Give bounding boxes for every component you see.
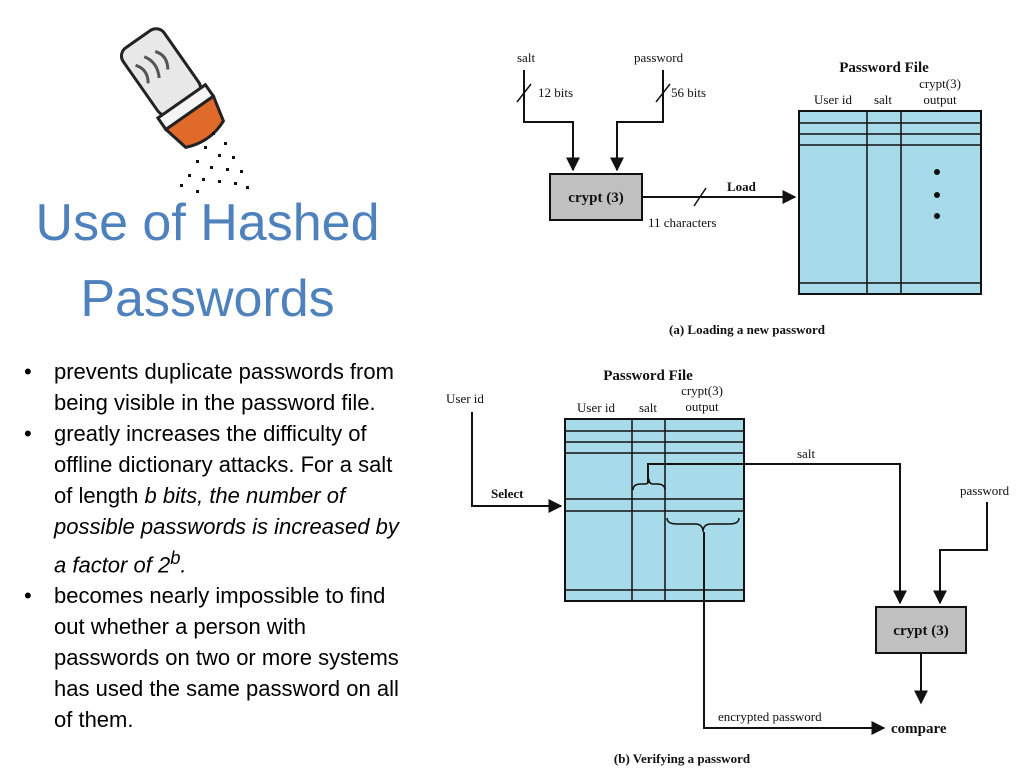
a-file-title: Password File — [839, 60, 929, 76]
b-password-label: password — [960, 483, 1010, 498]
a-password-label: password — [634, 50, 684, 65]
diagram-a: salt password 12 bits 56 bits crypt (3) … — [516, 50, 982, 337]
b-select-label: Select — [491, 486, 524, 501]
title-line-1: Use of Hashed — [35, 194, 380, 252]
b-userid-label: User id — [446, 391, 484, 406]
a-col-userid: User id — [814, 92, 852, 107]
bullet-text: greatly increases the difficulty of offl… — [54, 421, 393, 508]
b-crypt-box — [875, 606, 967, 654]
a-password-slash — [655, 83, 671, 103]
salt-shaker-icon — [119, 27, 249, 193]
bullet-text-end: . — [180, 552, 187, 578]
b-password-table — [564, 418, 745, 602]
a-salt-bits: 12 bits — [538, 85, 573, 100]
a-salt-slash — [516, 83, 532, 103]
password-hash-diagram: salt password 12 bits 56 bits crypt (3) … — [446, 50, 1010, 766]
a-salt-arrow — [523, 70, 580, 172]
a-crypt-label: crypt (3) — [568, 190, 623, 206]
title-line-2: Passwords — [80, 270, 335, 328]
a-password-table — [798, 110, 982, 295]
a-caption: (a) Loading a new password — [669, 322, 826, 337]
a-password-arrow — [610, 70, 664, 172]
a-col-salt: salt — [874, 92, 892, 107]
b-encrypted-arrow — [703, 532, 886, 735]
a-chars-label: 11 characters — [648, 215, 716, 230]
b-crypt-label: crypt (3) — [893, 623, 948, 639]
bullet-superscript: b — [170, 547, 181, 568]
bullet-dot: • — [24, 583, 32, 609]
bullet-list: • prevents duplicate passwords from bein… — [20, 356, 415, 735]
b-salt-label: salt — [797, 446, 815, 461]
b-select-arrow — [471, 412, 563, 513]
bullet-dot: • — [24, 359, 32, 384]
bullet-text: becomes nearly impossible to find out wh… — [54, 583, 399, 733]
bullet-item: • prevents duplicate passwords from bein… — [20, 356, 415, 418]
a-col-output-2: output — [923, 92, 957, 107]
b-col-output-1: crypt(3) — [681, 383, 723, 398]
b-password-arrow — [933, 502, 988, 605]
b-file-title: Password File — [603, 368, 693, 384]
bullet-dot: • — [24, 421, 32, 446]
b-col-userid: User id — [577, 400, 615, 415]
b-encrypted-label: encrypted password — [718, 709, 822, 724]
b-col-salt: salt — [639, 400, 657, 415]
bullet-text-italic: b bits, the number of possible passwords… — [54, 483, 399, 578]
b-col-output-2: output — [685, 399, 719, 414]
bullet-item: • greatly increases the difficulty of of… — [20, 418, 415, 580]
a-password-bits: 56 bits — [671, 85, 706, 100]
b-caption: (b) Verifying a password — [614, 751, 751, 766]
slide-title: Use of Hashed Passwords — [15, 185, 400, 337]
a-load-label: Load — [727, 179, 757, 194]
diagram-b: Password File User id salt crypt(3) outp… — [446, 368, 1010, 766]
a-salt-label: salt — [517, 50, 535, 65]
b-salt-arrow — [647, 463, 907, 605]
a-col-output-1: crypt(3) — [919, 76, 961, 91]
a-crypt-box — [549, 173, 643, 221]
bullet-item: • becomes nearly impossible to find out … — [20, 580, 415, 735]
b-compare-label: compare — [891, 721, 947, 737]
a-load-slash — [693, 187, 707, 207]
bullet-text: prevents duplicate passwords from being … — [54, 359, 394, 415]
